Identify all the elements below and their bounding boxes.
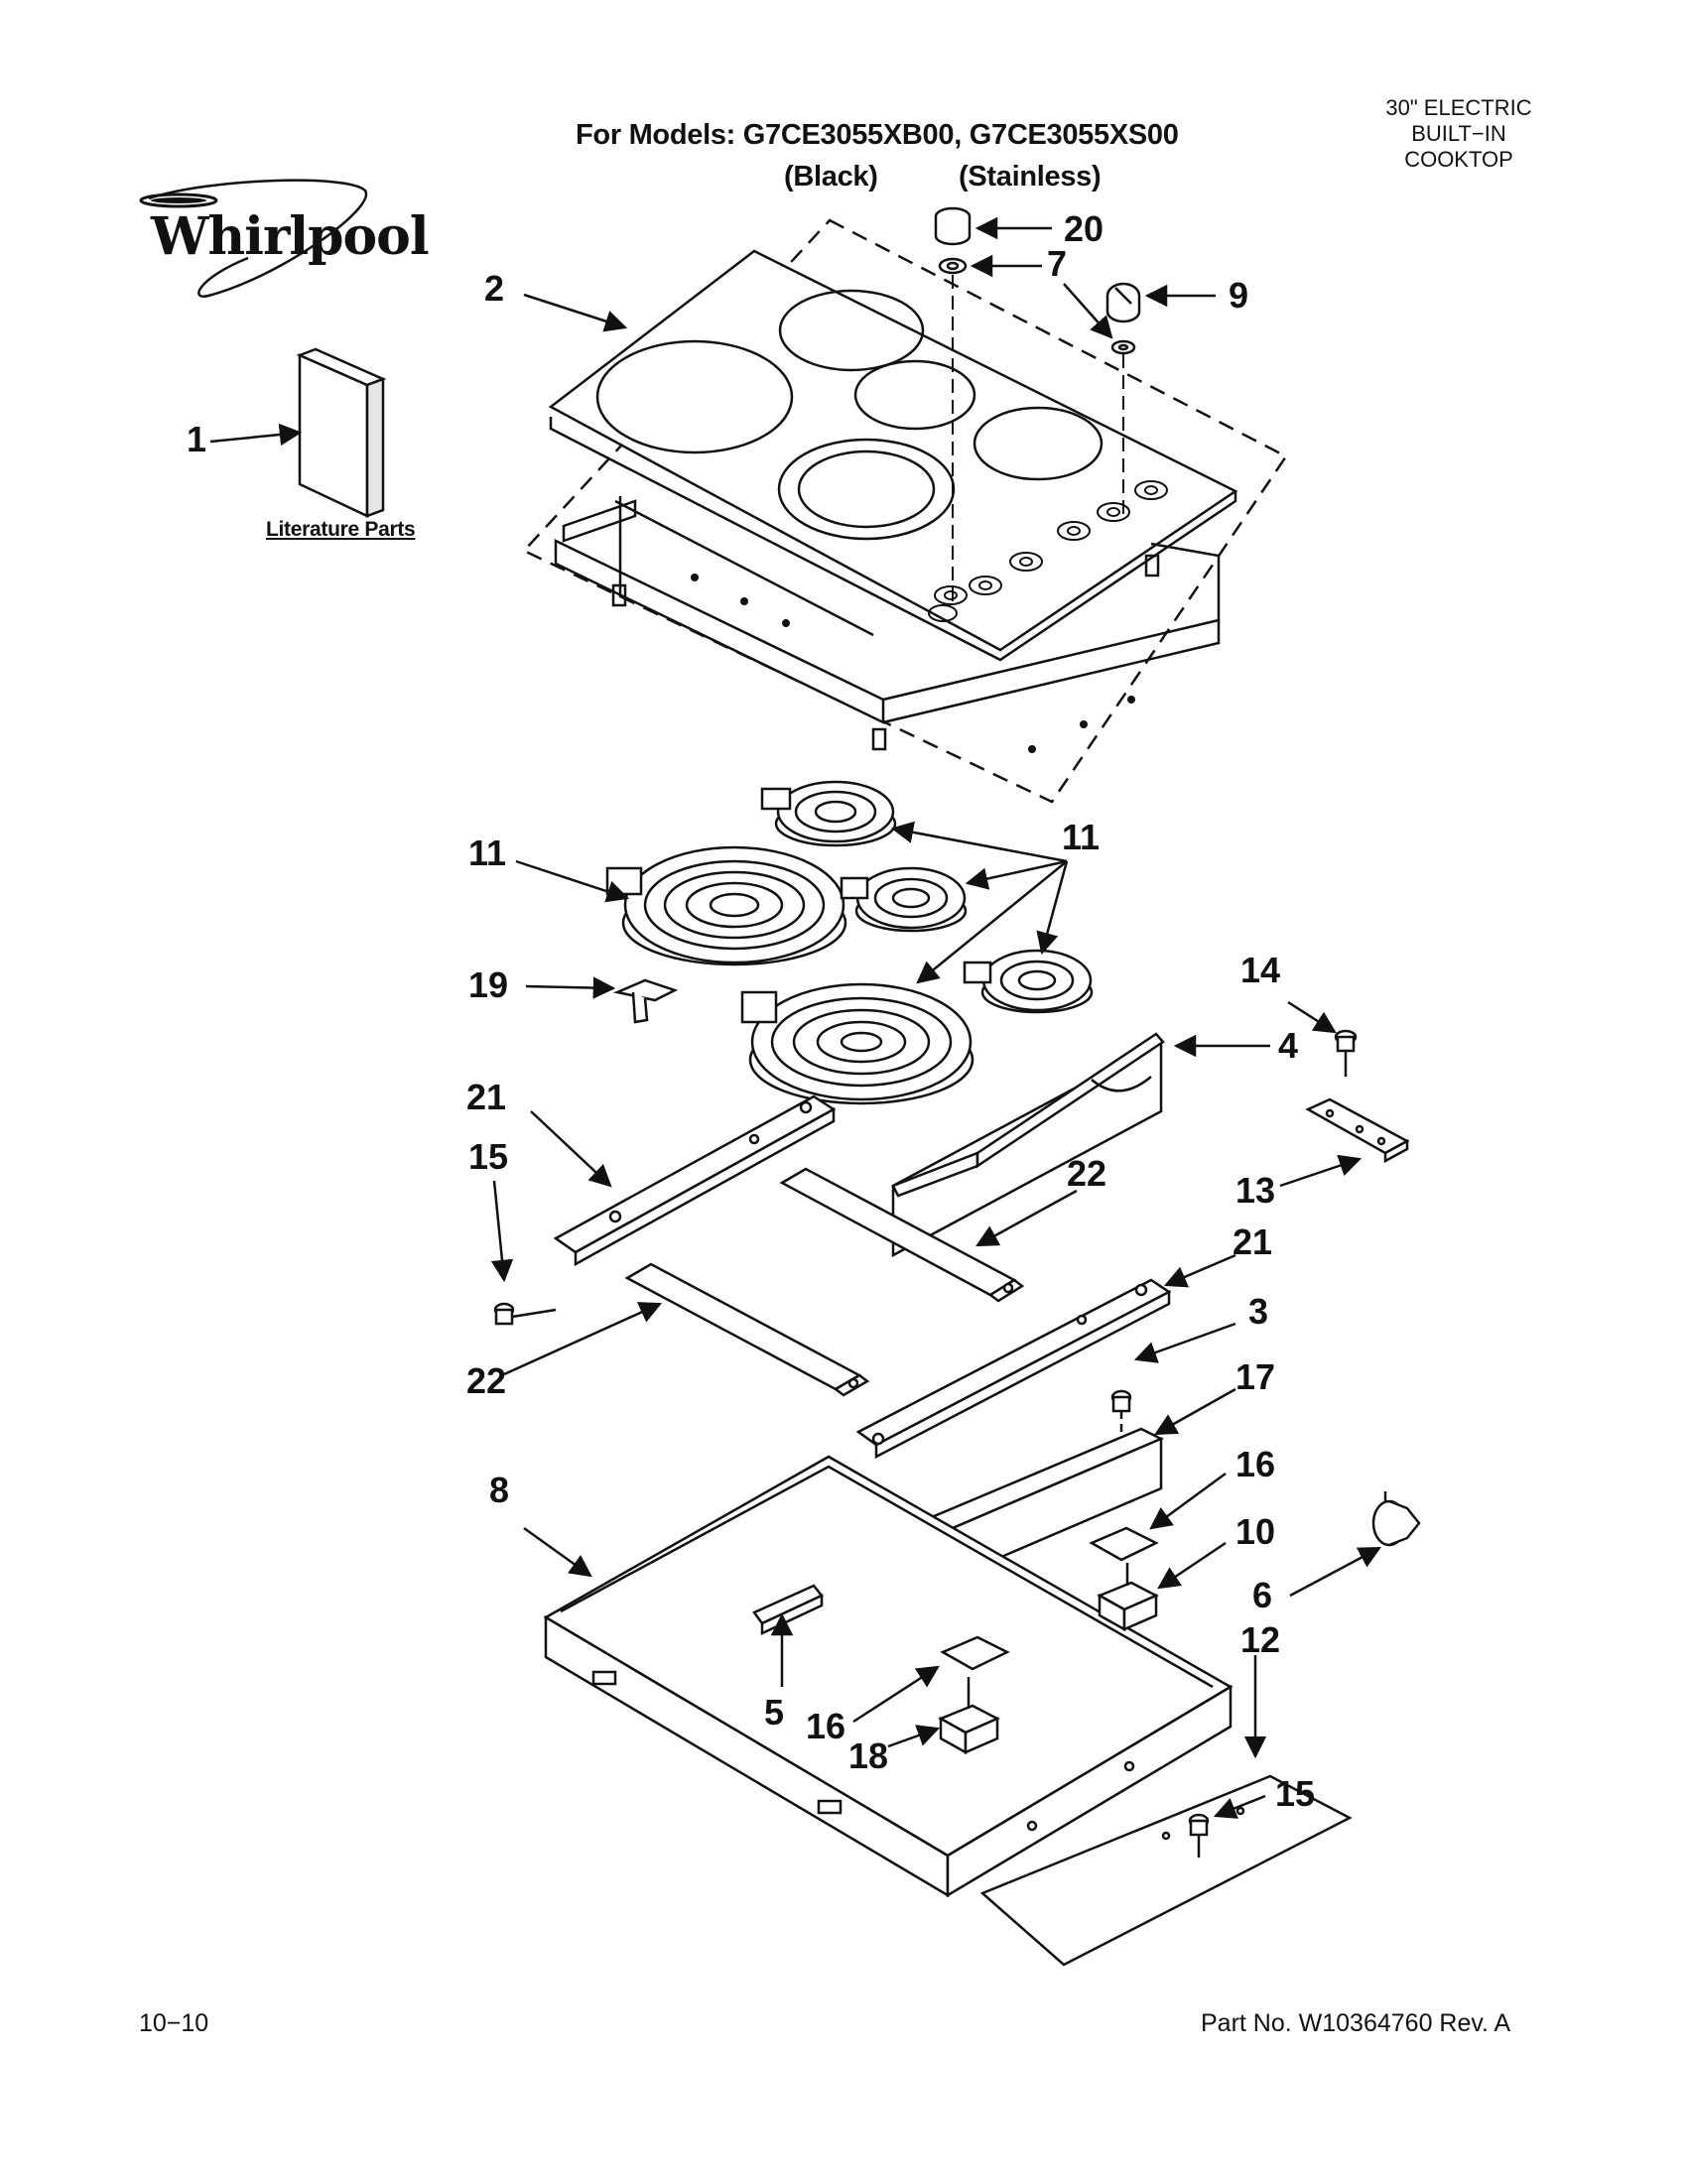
callout-22-upper: 22 xyxy=(1067,1153,1106,1194)
knob-part-9 xyxy=(1105,282,1141,323)
callout-6: 6 xyxy=(1252,1575,1272,1615)
clip-part-19 xyxy=(612,978,679,1024)
element-small-middle xyxy=(840,866,968,933)
limiter-part-6 xyxy=(1371,1491,1421,1547)
channel-part-22-lower xyxy=(624,1262,870,1397)
callout-15-right: 15 xyxy=(1275,1773,1315,1814)
knob-part-20 xyxy=(934,206,972,246)
washer-part-9 xyxy=(1110,339,1136,355)
callout-12: 12 xyxy=(1240,1619,1280,1660)
element-large-center xyxy=(740,982,974,1105)
literature-parts-label: Literature Parts xyxy=(266,518,416,541)
callout-2: 2 xyxy=(484,268,504,309)
callout-18: 18 xyxy=(848,1735,888,1776)
element-small-top xyxy=(760,780,897,847)
callout-14: 14 xyxy=(1240,950,1280,990)
models-title: For Models: G7CE3055XB00, G7CE3055XS00 xyxy=(576,119,1179,151)
callout-13: 13 xyxy=(1235,1170,1275,1211)
logo-wordmark: Whirlpool xyxy=(151,206,430,267)
switch-part-18 xyxy=(938,1677,1000,1755)
screw-part-14 xyxy=(1334,1029,1358,1077)
screw-part-15-right xyxy=(1188,1813,1210,1858)
element-large-left xyxy=(605,845,847,966)
callout-19: 19 xyxy=(468,964,508,1005)
revision-date: 10−10 xyxy=(139,2009,209,2037)
callout-20: 20 xyxy=(1064,208,1104,249)
variant-stainless-label: (Stainless) xyxy=(959,161,1102,193)
channel-part-22-upper xyxy=(779,1167,1025,1303)
cover-plate-part-12 xyxy=(979,1774,1353,1967)
logo-swirl xyxy=(139,179,368,298)
rail-part-21-left xyxy=(553,1094,837,1267)
switch-part-10 xyxy=(1097,1563,1159,1632)
plate-part-16-lower xyxy=(940,1635,1010,1671)
product-type-line2: BUILT−IN xyxy=(1411,121,1506,146)
callout-21-right: 21 xyxy=(1233,1221,1272,1262)
screw-part-3 xyxy=(1110,1389,1132,1439)
callout-3: 3 xyxy=(1248,1291,1268,1332)
callout-15-left: 15 xyxy=(468,1136,508,1177)
rail-part-21-right xyxy=(855,1278,1172,1460)
product-type-line1: 30" ELECTRIC xyxy=(1385,95,1532,120)
callout-4: 4 xyxy=(1278,1025,1298,1066)
base-pan-part-8 xyxy=(543,1455,1234,1898)
part-number: Part No. W10364760 Rev. A xyxy=(1201,2009,1511,2037)
variant-black-label: (Black) xyxy=(784,161,878,193)
cooktop-glass-assembly xyxy=(521,218,1288,804)
plate-part-16-upper xyxy=(1089,1526,1159,1562)
callout-10: 10 xyxy=(1235,1511,1275,1552)
literature-booklet xyxy=(296,347,387,518)
callout-5: 5 xyxy=(764,1692,784,1733)
callout-11-right: 11 xyxy=(1062,817,1100,857)
callout-16-upper: 16 xyxy=(1235,1444,1275,1484)
callout-17: 17 xyxy=(1235,1356,1275,1397)
product-type-line3: COOKTOP xyxy=(1404,147,1513,172)
whirlpool-logo: Whirlpool xyxy=(129,169,430,308)
radiant-elements-part-11 xyxy=(605,780,1094,1105)
bracket-part-13 xyxy=(1305,1097,1410,1164)
callout-7: 7 xyxy=(1047,243,1067,284)
callout-8: 8 xyxy=(489,1470,509,1510)
element-small-right xyxy=(963,949,1094,1014)
callout-22-lower: 22 xyxy=(466,1360,506,1401)
callout-1: 1 xyxy=(187,419,206,459)
screw-part-15-left xyxy=(493,1302,557,1326)
callout-arrows xyxy=(209,216,1381,1819)
callout-21-left: 21 xyxy=(466,1077,506,1117)
callout-16-lower: 16 xyxy=(806,1706,845,1746)
product-type-label: 30" ELECTRIC BUILT−IN COOKTOP xyxy=(1360,95,1558,173)
callout-9: 9 xyxy=(1229,275,1248,316)
callout-11-left: 11 xyxy=(468,833,506,873)
washer-part-7 xyxy=(938,257,968,275)
